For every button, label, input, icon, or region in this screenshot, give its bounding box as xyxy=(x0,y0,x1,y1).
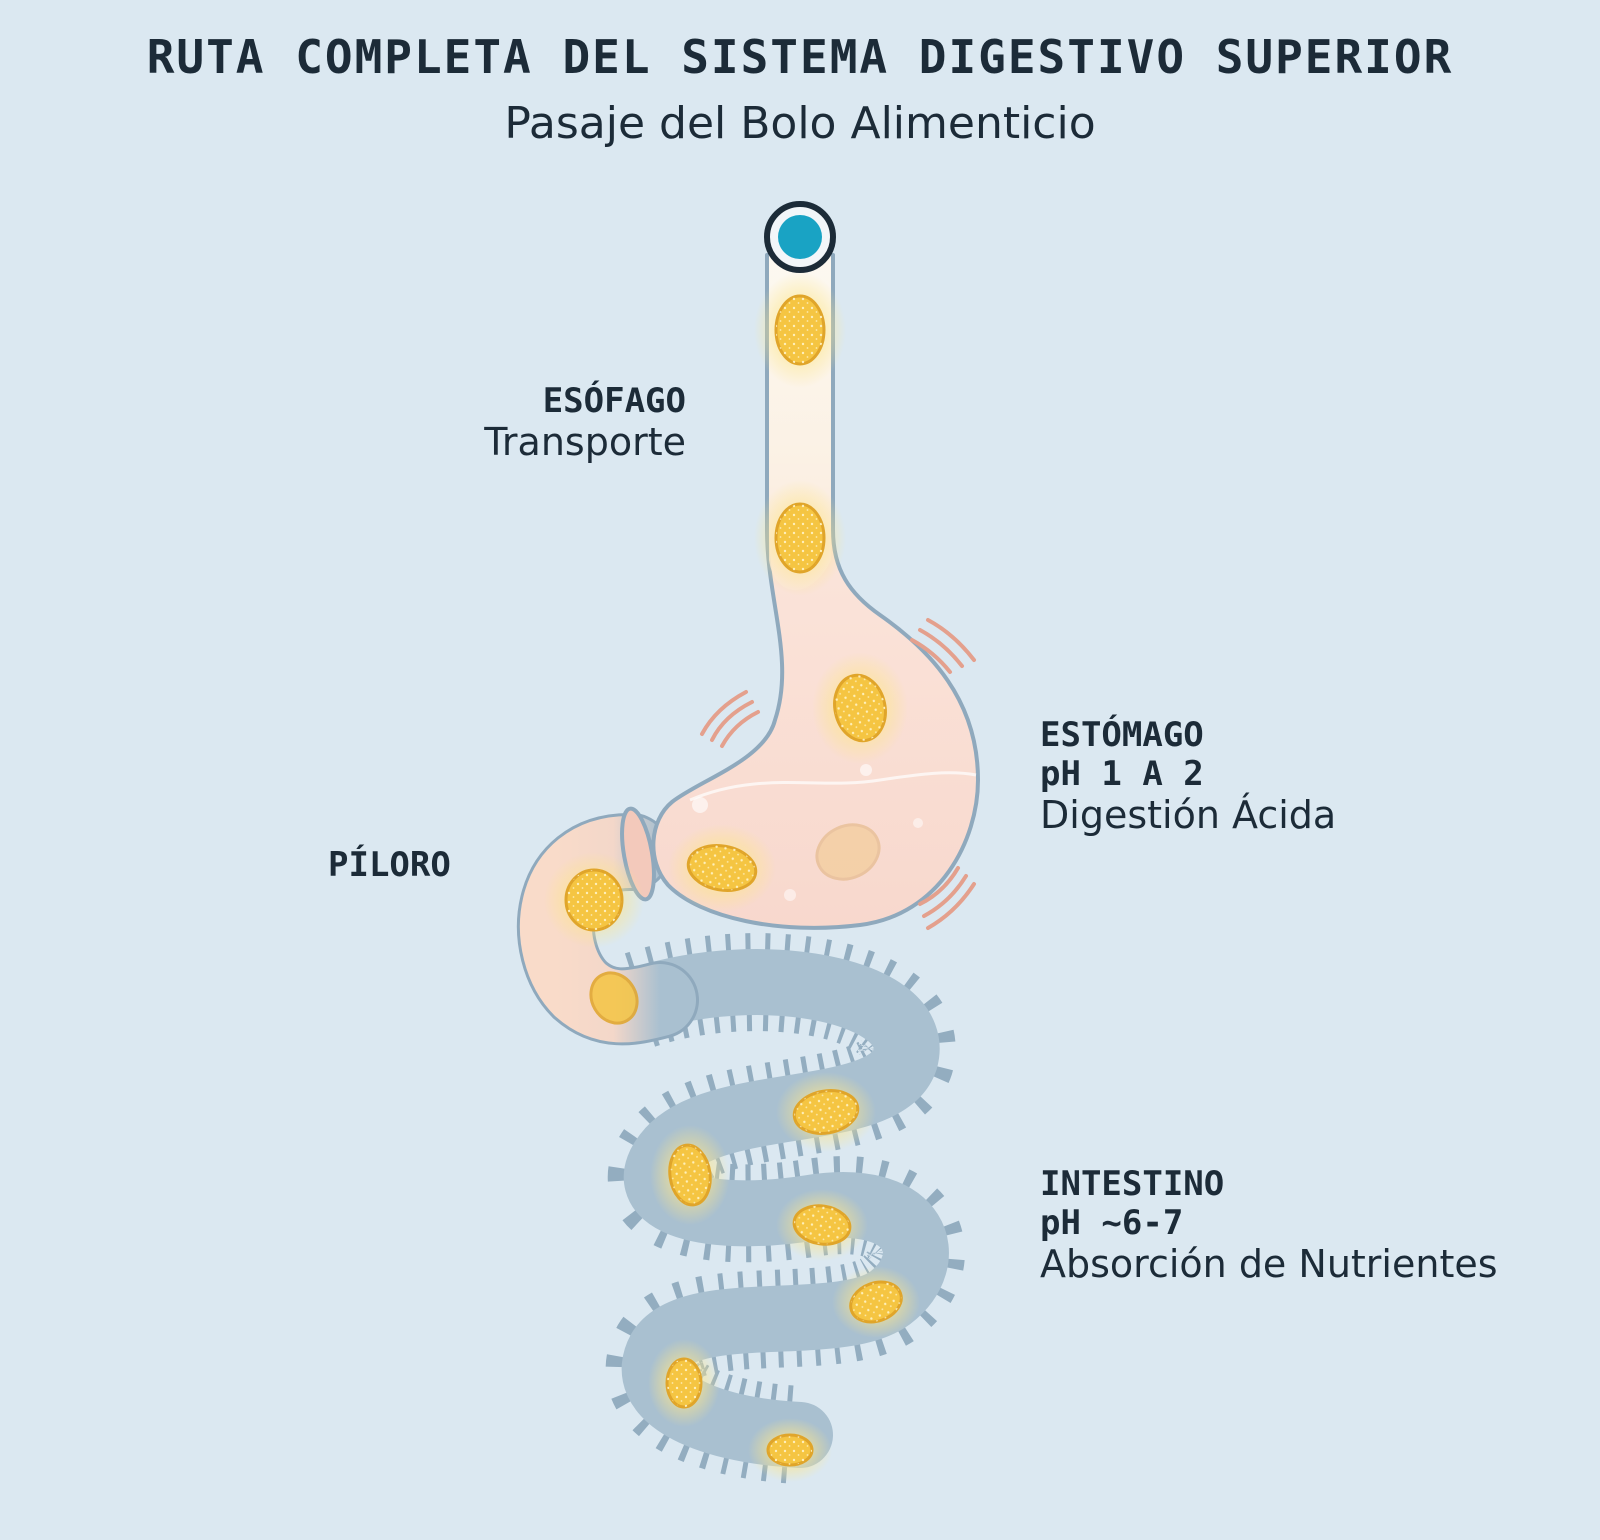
food-bolus-icon xyxy=(648,1339,720,1427)
bubble xyxy=(860,764,872,776)
stomach-name: ESTÓMAGO xyxy=(1040,715,1204,755)
food-bolus-icon xyxy=(832,1266,920,1338)
stomach-function: Digestión Ácida xyxy=(1040,793,1337,838)
esophagus-name: ESÓFAGO xyxy=(542,381,686,421)
stomach-label: ESTÓMAGO pH 1 A 2 Digestión Ácida xyxy=(1040,715,1337,838)
esophagus-function: Transporte xyxy=(484,420,686,465)
food-bolus-icon xyxy=(754,480,846,596)
intestine-ph: pH ~6-7 xyxy=(1040,1203,1184,1244)
entry-point-core xyxy=(778,215,822,259)
food-bolus-icon xyxy=(812,652,908,764)
food-bolus-icon xyxy=(748,1418,832,1482)
stomach-ph: pH 1 A 2 xyxy=(1040,754,1204,795)
peristalsis-wave-icon xyxy=(700,690,760,748)
food-bolus-icon xyxy=(754,272,846,388)
bubble xyxy=(692,797,708,813)
food-bolus-icon xyxy=(776,1072,876,1152)
food-bolus-icon xyxy=(650,1125,730,1225)
page-subtitle: Pasaje del Bolo Alimenticio xyxy=(504,98,1096,149)
intestine-label: INTESTINO pH ~6-7 Absorción de Nutriente… xyxy=(1040,1164,1498,1287)
intestine-name: INTESTINO xyxy=(1040,1164,1225,1204)
bubble xyxy=(913,818,923,828)
food-bolus-icon xyxy=(544,852,644,948)
peristalsis-wave-icon xyxy=(918,866,976,930)
intestine-function: Absorción de Nutrientes xyxy=(1040,1242,1498,1287)
food-bolus-icon xyxy=(589,971,639,1025)
gastric-fluid-line xyxy=(689,771,977,802)
food-bolus-icon xyxy=(668,824,776,912)
page-title: RUTA COMPLETA DEL SISTEMA DIGESTIVO SUPE… xyxy=(146,30,1454,84)
pylorus-name: PÍLORO xyxy=(328,845,451,885)
food-bolus-icon xyxy=(815,823,881,881)
intestine-tube xyxy=(607,949,949,1468)
pylorus-label: PÍLORO xyxy=(328,845,451,885)
bubble xyxy=(784,889,796,901)
food-bolus-icon xyxy=(776,1189,868,1261)
peristalsis-wave-icon xyxy=(910,618,976,674)
esophagus-label: ESÓFAGO Transporte xyxy=(484,381,686,465)
